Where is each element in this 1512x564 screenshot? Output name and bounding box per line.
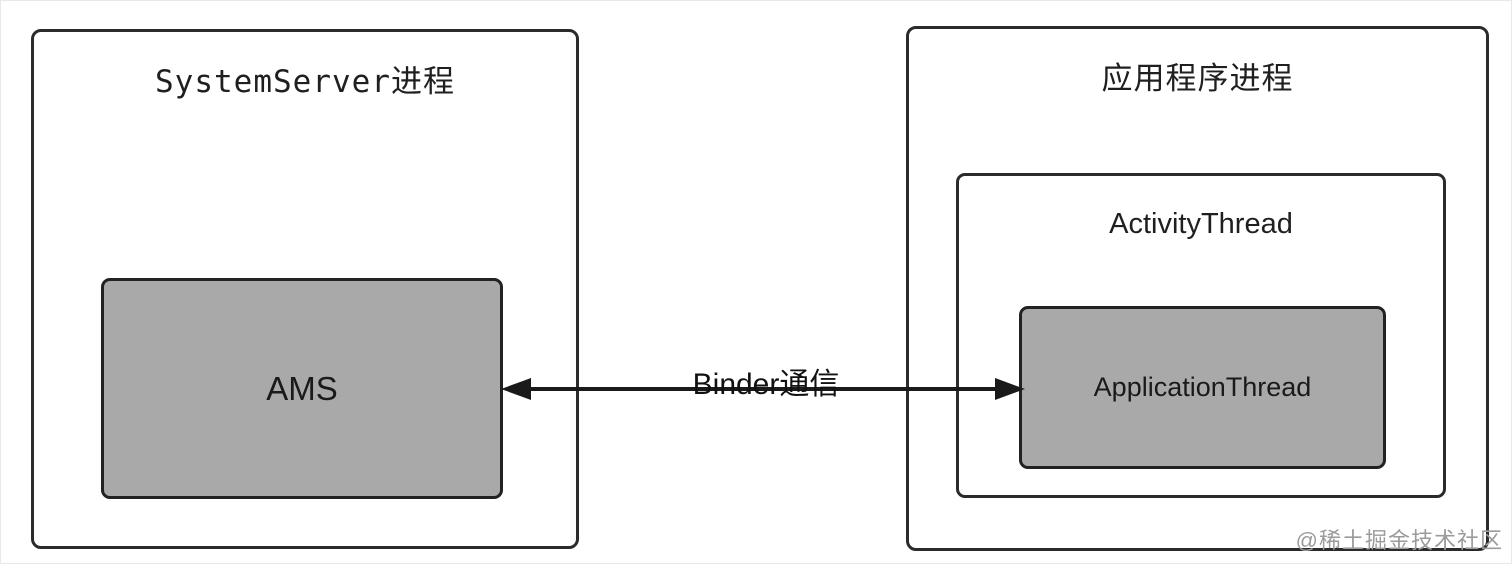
system-server-process-title: SystemServer进程 — [155, 64, 455, 100]
binder-arrow-left-head-icon — [501, 378, 531, 400]
binder-arrow — [501, 378, 1025, 400]
watermark: @稀土掘金技术社区 — [1295, 528, 1503, 553]
application-thread-box: ApplicationThread — [1019, 306, 1386, 469]
ams-box: AMS — [101, 278, 503, 499]
application-thread-label: ApplicationThread — [1093, 372, 1312, 402]
binder-arrow-right-head-icon — [995, 378, 1025, 400]
app-process-title: 应用程序进程 — [1101, 61, 1294, 96]
ams-label: AMS — [266, 369, 338, 407]
activity-thread-title: ActivityThread — [1109, 208, 1293, 240]
binder-arrow-label: Binder通信 — [692, 368, 840, 401]
